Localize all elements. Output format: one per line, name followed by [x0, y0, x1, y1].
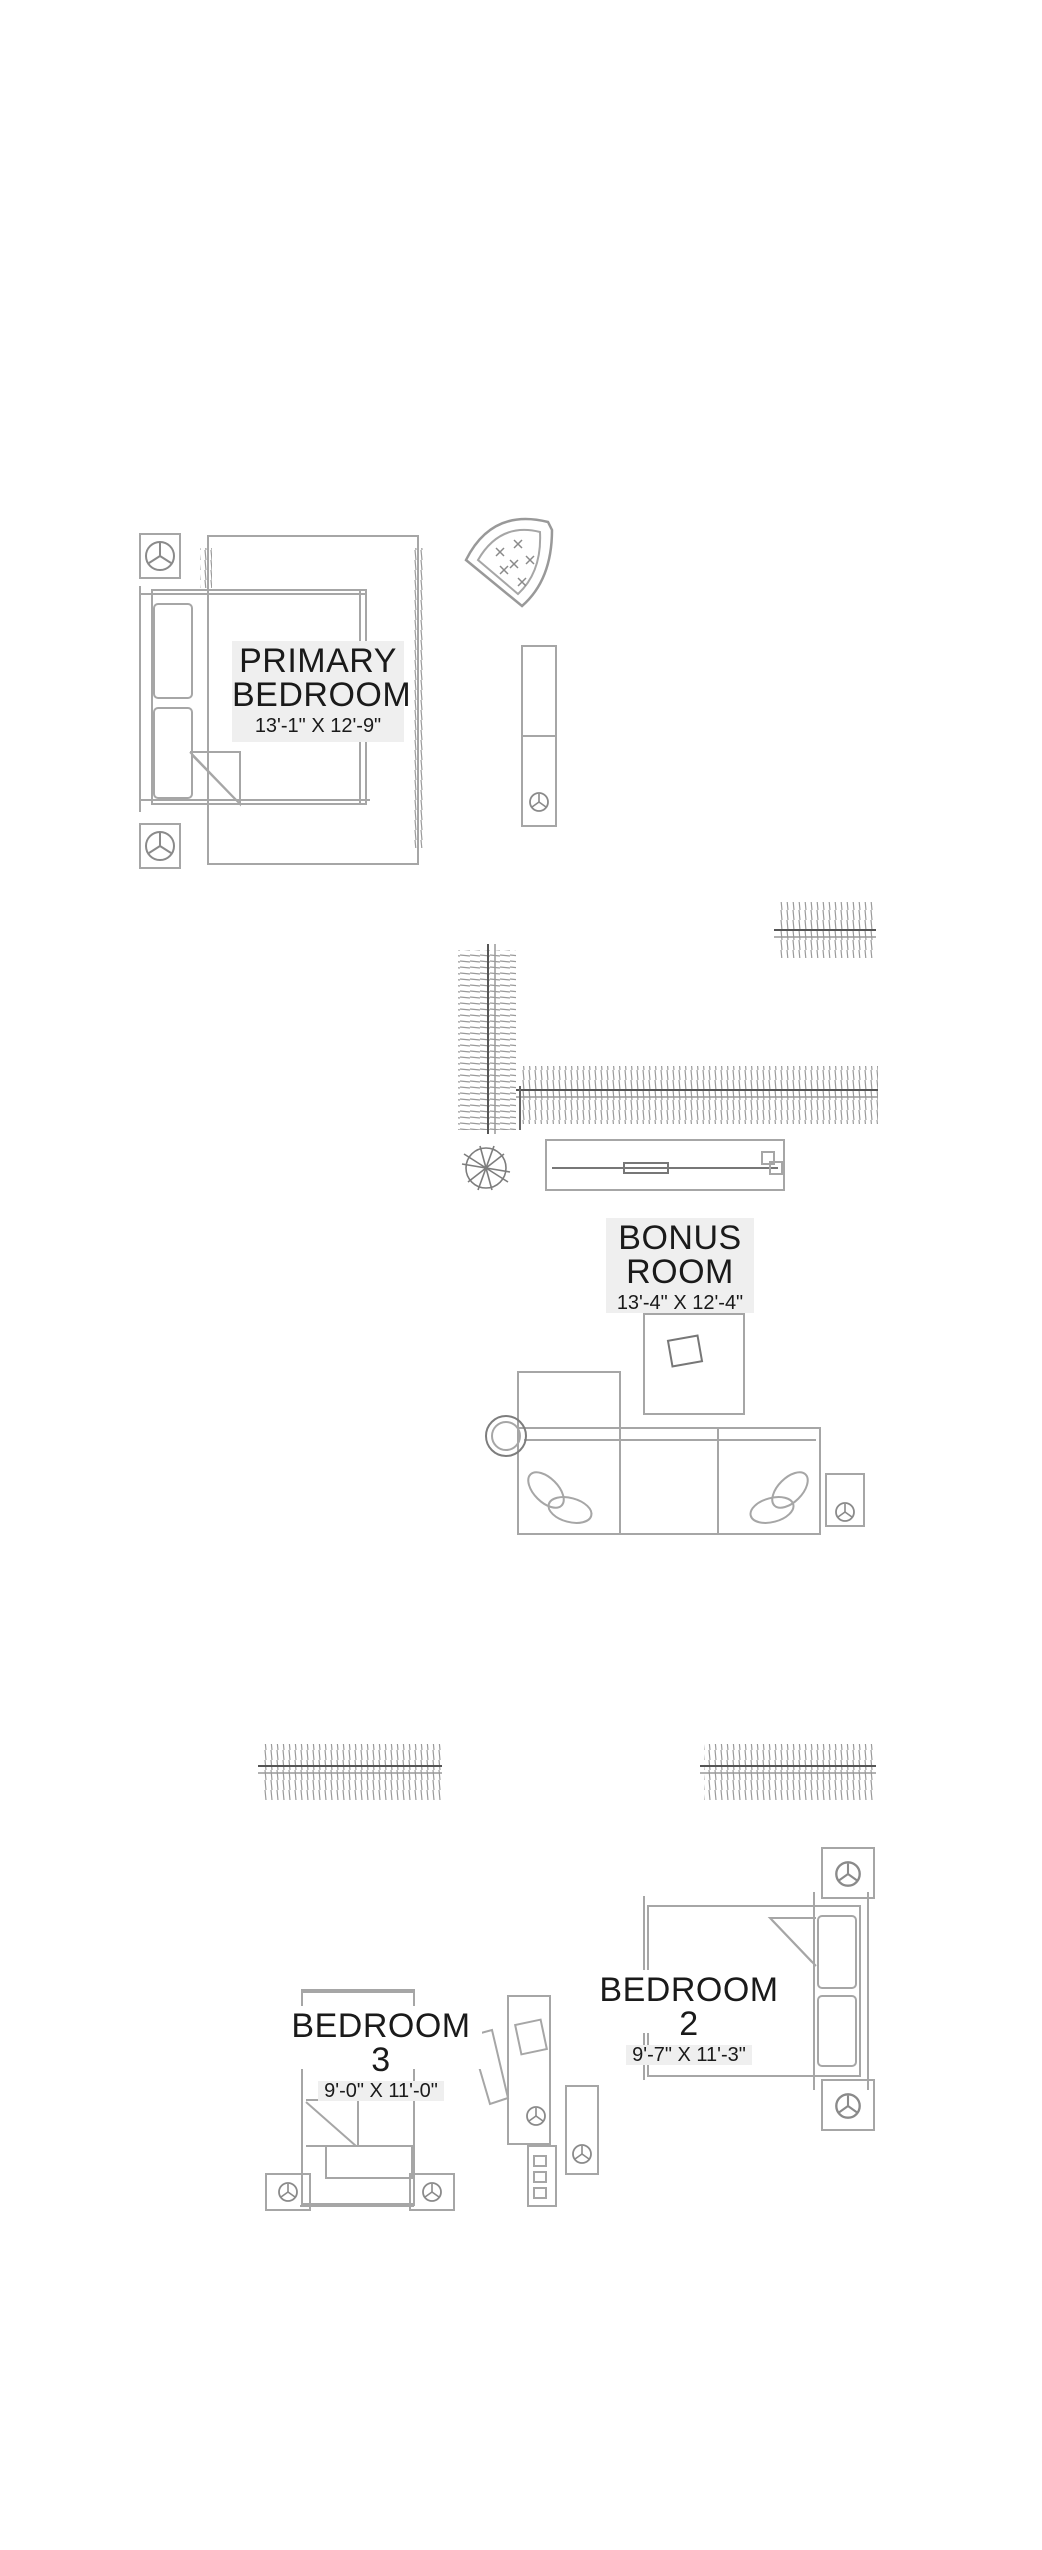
- room-dimensions: 9'-7" X 11'-3": [626, 2045, 752, 2065]
- room-dimensions: 13'-4" X 12'-4": [616, 1292, 744, 1314]
- bedroom-2-label: BEDROOM 2 9'-7" X 11'-3": [592, 1970, 786, 2065]
- sectional-sofa-icon: [517, 1371, 821, 1535]
- primary-nightstand-icon: [821, 1847, 875, 1899]
- closet-rod-icon: [258, 1744, 442, 1800]
- dresser-icon: [521, 645, 557, 827]
- room-dimensions: 13'-1" X 12'-9": [254, 715, 382, 737]
- side-table-icon: [565, 2085, 599, 2175]
- primary-nightstand-icon: [265, 2173, 311, 2211]
- bedroom-3-label: BEDROOM 3 9'-0" X 11'-0": [280, 2006, 482, 2101]
- closet-rod-icon: [458, 902, 878, 1134]
- armchair-icon: [464, 517, 554, 608]
- room-name: BEDROOM: [232, 676, 412, 714]
- desk-chair-icon: [468, 2028, 510, 2106]
- closet-rod-icon: [700, 1744, 876, 1800]
- tv-console-icon: [545, 1139, 785, 1191]
- dresser-icon: [527, 2145, 557, 2207]
- bonus-room-label: BONUS ROOM 13'-4" X 12'-4": [606, 1218, 754, 1313]
- bonus-room-furniture: [458, 902, 878, 1535]
- room-name: BEDROOM 2: [599, 1971, 779, 2043]
- plant-icon: [461, 1145, 511, 1191]
- side-table-icon: [485, 1415, 527, 1457]
- primary-nightstand-icon: [139, 823, 181, 869]
- room-name: PRIMARY: [239, 642, 397, 680]
- bedroom2-furniture: [643, 1744, 876, 2131]
- primary-nightstand-icon: [409, 2173, 455, 2211]
- room-dimensions: 9'-0" X 11'-0": [318, 2081, 444, 2101]
- desk-icon: [507, 1995, 551, 2145]
- primary-nightstand-icon: [821, 2079, 875, 2131]
- ottoman-icon: [643, 1313, 745, 1415]
- side-table-icon: [825, 1473, 865, 1527]
- primary-nightstand-icon: [139, 533, 181, 579]
- room-name: BEDROOM 3: [291, 2007, 471, 2079]
- bedroom3-furniture: [258, 1744, 599, 2211]
- primary-bedroom-label: PRIMARY BEDROOM 13'-1" X 12'-9": [232, 641, 412, 742]
- room-name: BONUS: [618, 1219, 742, 1257]
- room-name: ROOM: [626, 1253, 734, 1291]
